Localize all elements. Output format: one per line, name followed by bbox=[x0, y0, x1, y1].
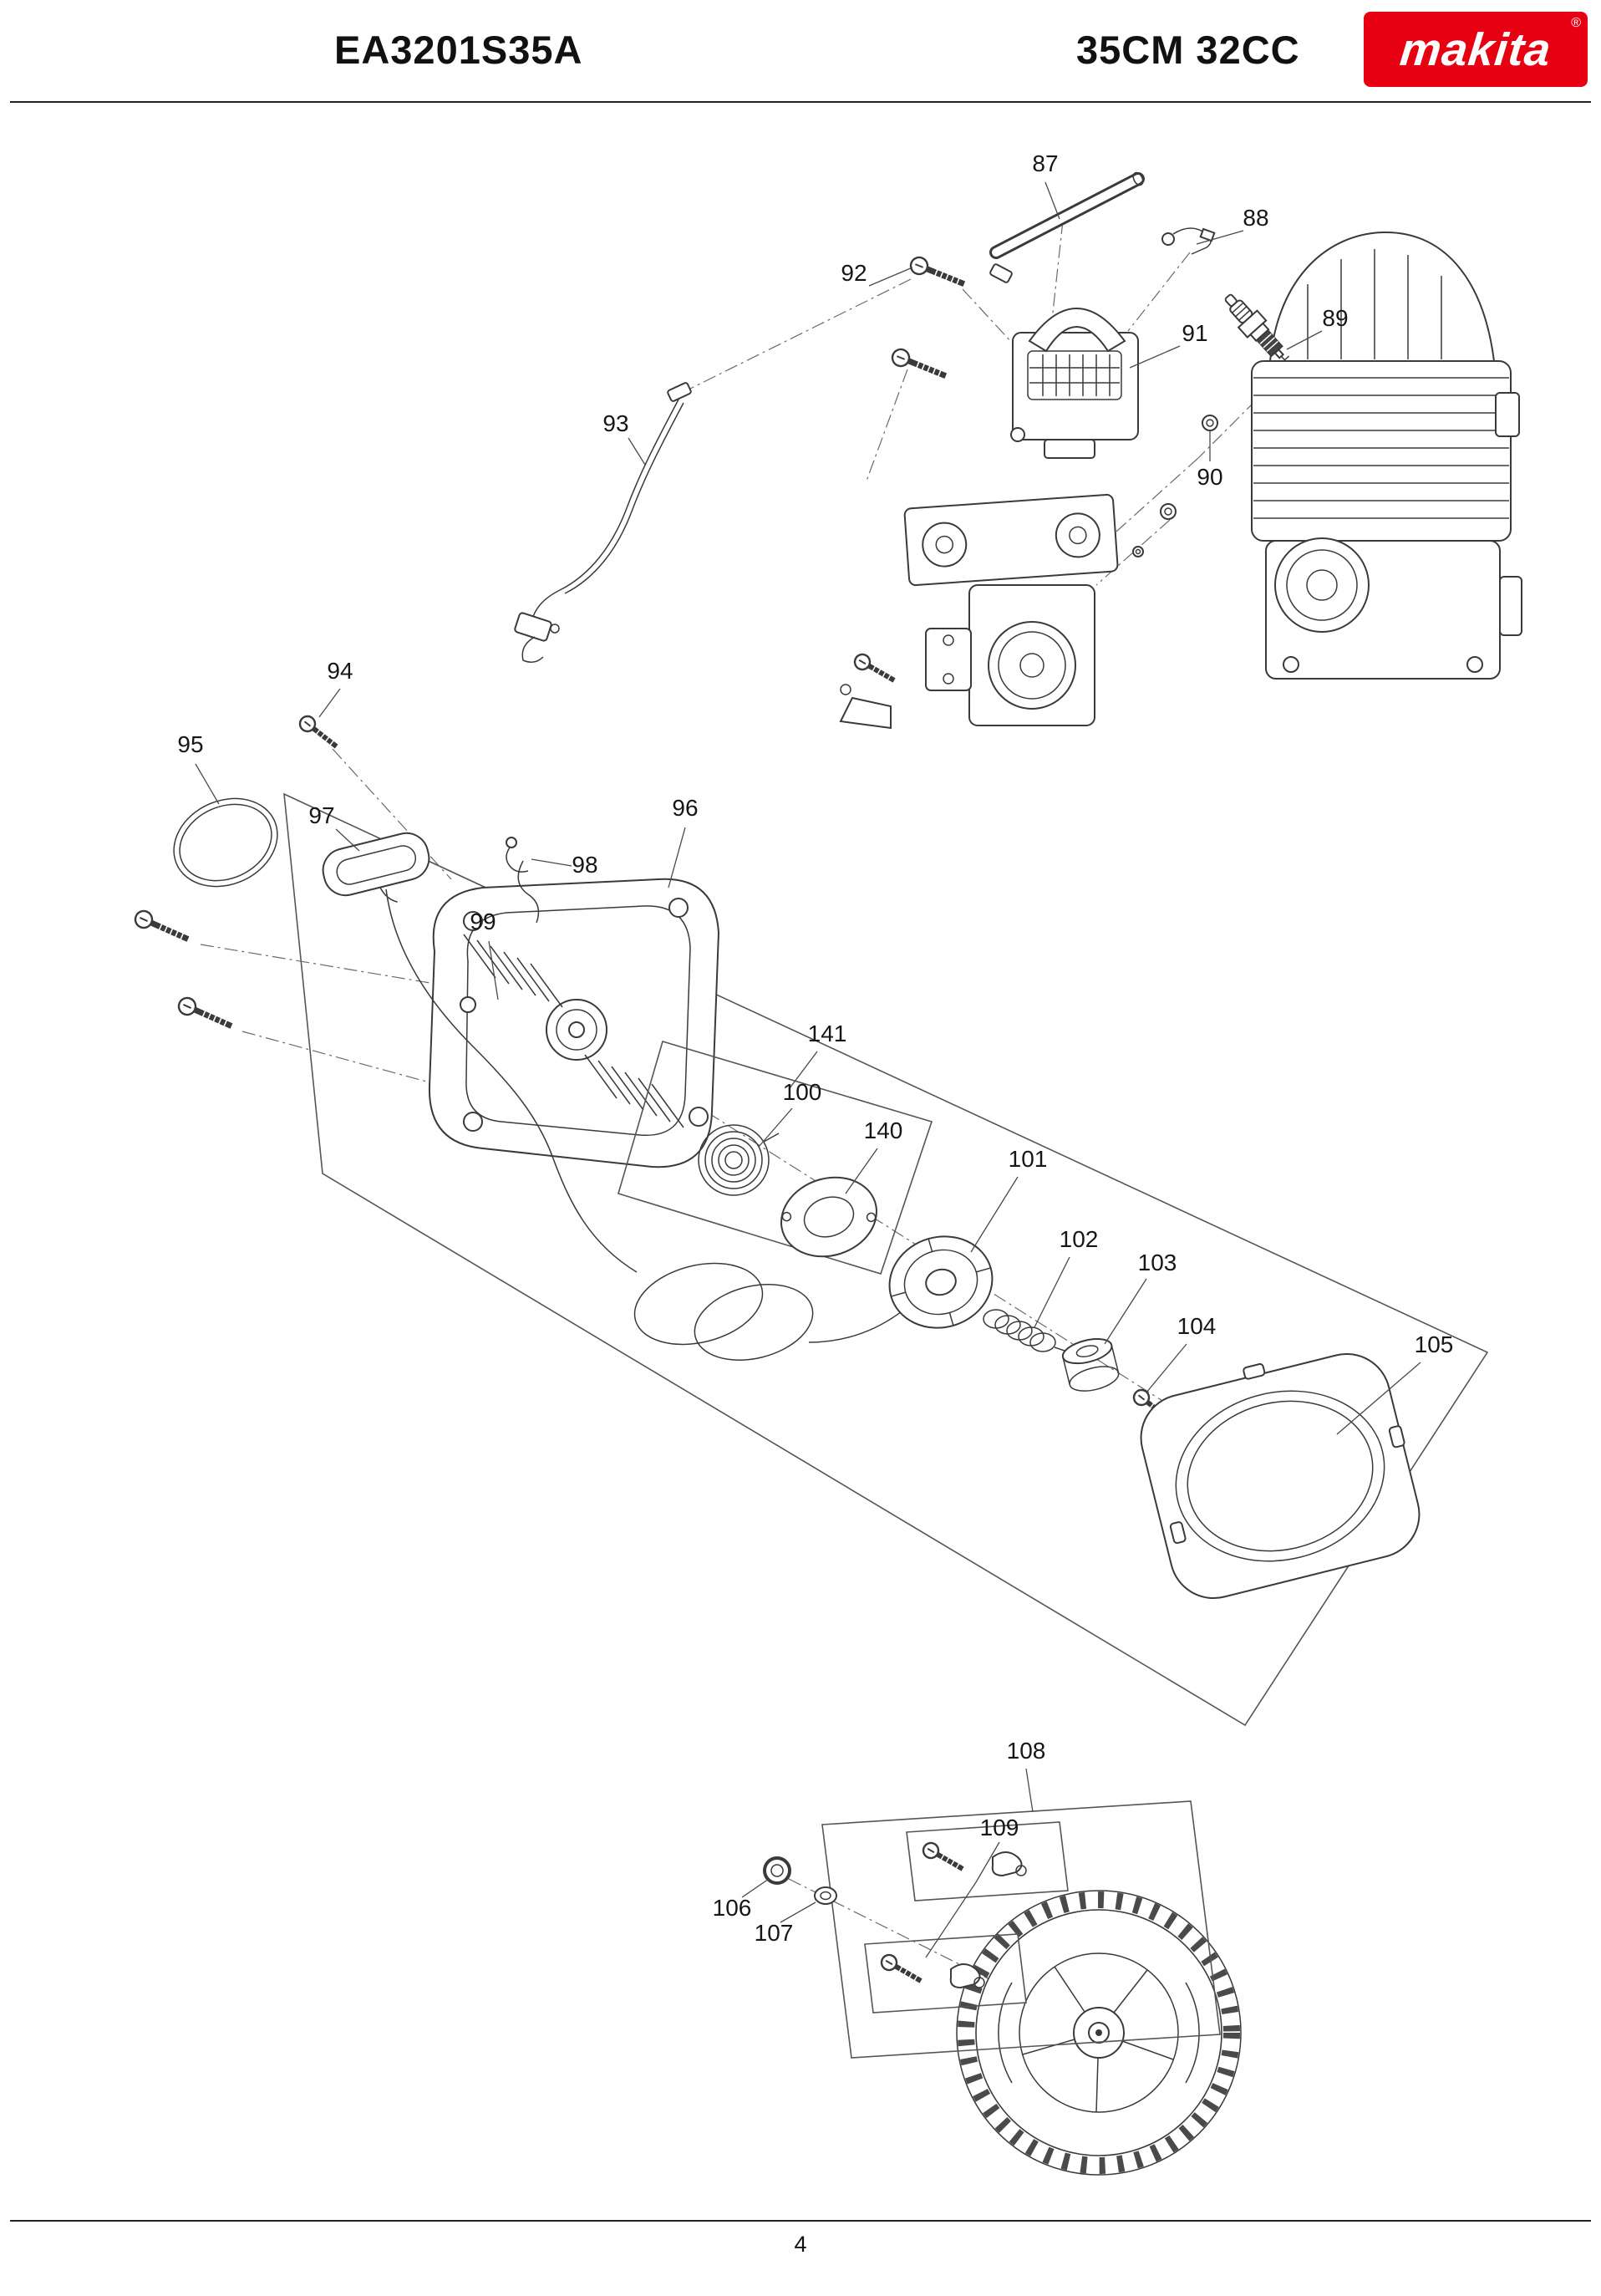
flywheel bbox=[956, 1890, 1242, 2176]
assembly-box-96 bbox=[283, 792, 1489, 1727]
part-label-104: 104 bbox=[1177, 1313, 1217, 1339]
header-divider bbox=[10, 101, 1591, 103]
leader-line-105 bbox=[1336, 1362, 1421, 1435]
muffler-screw bbox=[852, 652, 898, 687]
part-102-return-spring bbox=[983, 1309, 1065, 1352]
part-101-rope-pulley bbox=[888, 1235, 994, 1329]
leader-line-87 bbox=[1044, 181, 1060, 220]
part-105-fan-cover bbox=[1140, 1352, 1421, 1600]
part-88-clamp bbox=[1161, 227, 1216, 255]
vent-slots-lower bbox=[584, 1054, 684, 1128]
labels-top: 87 88 89 92 91 93 90 bbox=[602, 150, 1348, 490]
part-label-107: 107 bbox=[755, 1920, 794, 1946]
part-100-spiral-spring bbox=[698, 1124, 780, 1196]
part-107-washer bbox=[814, 1886, 837, 1905]
part-label-91: 91 bbox=[1182, 320, 1207, 346]
part-label-87: 87 bbox=[1032, 150, 1058, 176]
muffler-bracket bbox=[839, 493, 1119, 730]
part-93-throttle-wire bbox=[514, 382, 692, 663]
assembly-box-108 bbox=[821, 1800, 1221, 2059]
leader-line-92 bbox=[868, 267, 913, 287]
part-140-spring-case bbox=[780, 1176, 877, 1258]
leader-line-108 bbox=[1025, 1768, 1034, 1813]
labels-starter: 94 95 97 96 98 99 141 100 140 101 102 10… bbox=[177, 658, 1454, 1435]
leader-line-93 bbox=[628, 437, 646, 466]
part-87-handle-tube bbox=[989, 171, 1145, 283]
leader-line-96 bbox=[668, 827, 686, 888]
part-label-93: 93 bbox=[602, 410, 628, 436]
starter-bolt-a bbox=[133, 909, 191, 947]
leader-line-99 bbox=[488, 940, 499, 1000]
part-label-102: 102 bbox=[1060, 1226, 1099, 1252]
part-label-96: 96 bbox=[672, 795, 698, 821]
leader-line-89 bbox=[1286, 330, 1323, 350]
part-label-97: 97 bbox=[308, 802, 334, 828]
part-109-pawl-kit-b bbox=[864, 1933, 1027, 2013]
leader-line-109 bbox=[925, 1841, 1000, 1958]
part-label-92: 92 bbox=[841, 260, 867, 286]
leader-line-140 bbox=[845, 1148, 878, 1194]
leader-line-88 bbox=[1196, 230, 1244, 245]
part-label-108: 108 bbox=[1007, 1738, 1046, 1764]
leader-line-91 bbox=[1129, 345, 1181, 369]
part-label-99: 99 bbox=[470, 909, 496, 934]
part-98-hook bbox=[506, 837, 540, 924]
leader-line-103 bbox=[1104, 1278, 1147, 1345]
flywheel-assembly: 108 109 106 107 bbox=[713, 1738, 1242, 2176]
part-96-starter-housing bbox=[428, 878, 720, 1168]
top-assembly: 87 88 89 92 91 93 90 bbox=[514, 150, 1522, 730]
assembly-box-141 bbox=[618, 1041, 933, 1275]
part-label-101: 101 bbox=[1009, 1146, 1048, 1172]
leader-line-94 bbox=[318, 688, 341, 718]
part-label-109: 109 bbox=[980, 1815, 1019, 1840]
part-label-105: 105 bbox=[1415, 1331, 1454, 1357]
part-99-starter-rope bbox=[385, 888, 922, 1361]
part-label-94: 94 bbox=[327, 658, 353, 684]
spec-title: 35CM 32CC bbox=[1076, 28, 1300, 72]
starter-bolt-b bbox=[176, 995, 235, 1034]
part-90-washers bbox=[1132, 415, 1218, 557]
leader-line-95 bbox=[195, 763, 220, 805]
registered-mark: ® bbox=[1571, 16, 1581, 30]
footer-divider bbox=[10, 2220, 1591, 2222]
part-label-90: 90 bbox=[1197, 464, 1222, 490]
part-label-141: 141 bbox=[808, 1021, 847, 1046]
part-92-bolts bbox=[890, 255, 968, 384]
part-106-flange-nut bbox=[763, 1856, 791, 1885]
part-97-starter-grip bbox=[322, 832, 430, 903]
part-95-gasket bbox=[173, 797, 278, 888]
labels-flywheel: 108 109 106 107 bbox=[713, 1738, 1046, 1958]
leader-line-106 bbox=[741, 1878, 770, 1898]
part-label-103: 103 bbox=[1138, 1250, 1177, 1275]
leader-line-97 bbox=[335, 828, 360, 852]
leader-line-141 bbox=[789, 1051, 818, 1089]
leader-line-98 bbox=[531, 858, 572, 867]
part-label-98: 98 bbox=[572, 852, 597, 878]
page-number: 4 bbox=[794, 2232, 807, 2257]
part-label-100: 100 bbox=[783, 1079, 822, 1105]
part-94-screw bbox=[297, 713, 341, 752]
leader-line-100 bbox=[758, 1107, 793, 1148]
part-103-drive-cap bbox=[1061, 1338, 1120, 1392]
leader-line-107 bbox=[780, 1901, 816, 1923]
part-109-pawl-kit-a bbox=[906, 1821, 1069, 1901]
part-label-140: 140 bbox=[864, 1117, 903, 1143]
leader-line-104 bbox=[1146, 1343, 1187, 1393]
part-label-106: 106 bbox=[713, 1895, 752, 1921]
vent-slots-upper bbox=[463, 934, 563, 1008]
part-91-handle-bracket bbox=[1010, 308, 1139, 459]
part-89-spark-plug bbox=[1224, 293, 1290, 361]
part-label-88: 88 bbox=[1243, 205, 1268, 231]
makita-logo: makita ® bbox=[1364, 12, 1588, 87]
part-label-89: 89 bbox=[1322, 305, 1348, 331]
leader-line-101 bbox=[970, 1176, 1019, 1253]
leader-line-102 bbox=[1034, 1256, 1070, 1328]
cylinder bbox=[1251, 231, 1522, 680]
part-label-95: 95 bbox=[177, 731, 203, 757]
model-number: EA3201S35A bbox=[334, 28, 583, 72]
starter-assembly: 94 95 97 96 98 99 141 100 140 101 102 10… bbox=[133, 658, 1489, 1727]
